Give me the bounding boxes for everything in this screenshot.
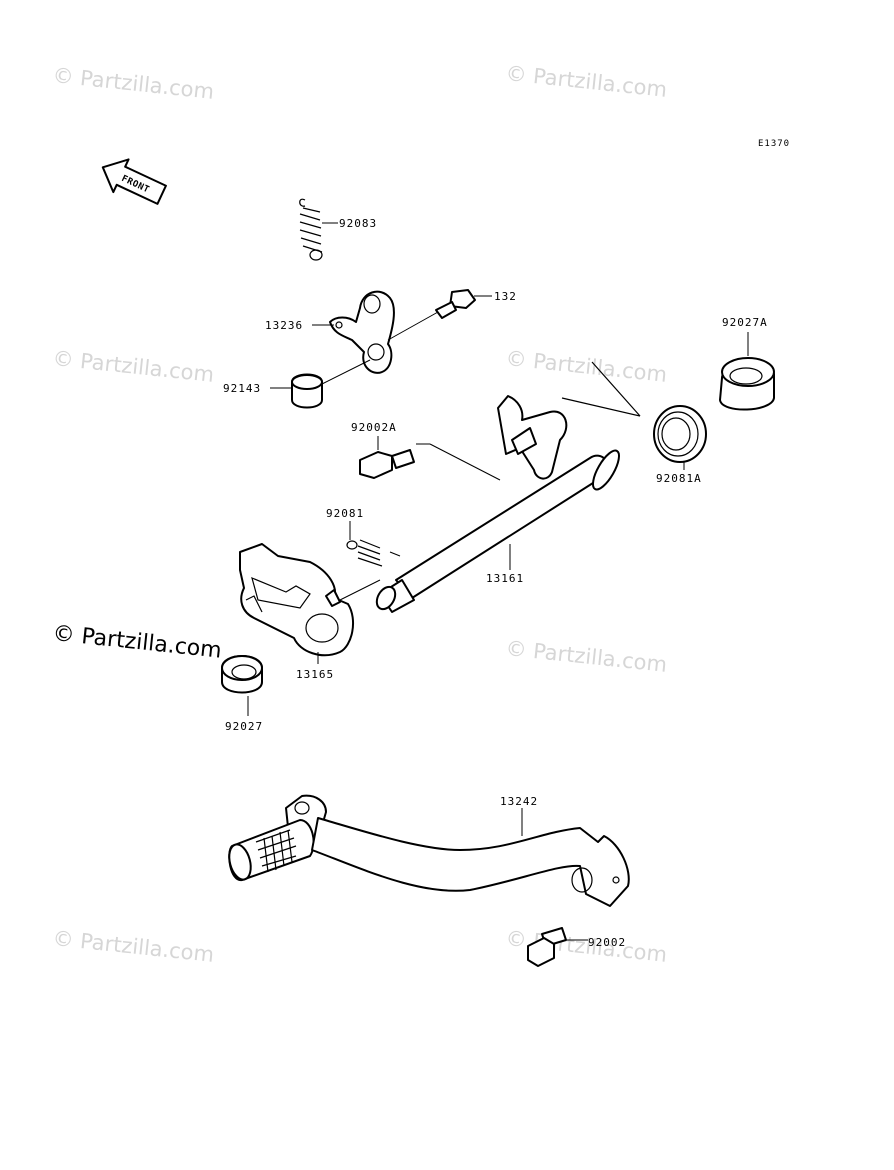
label-92002: 92002: [588, 936, 626, 949]
label-13161: 13161: [486, 572, 524, 585]
watermark: © Partzilla.com: [51, 346, 215, 387]
label-92081A: 92081A: [656, 472, 702, 485]
bolt-132: [435, 289, 492, 319]
watermark-strong: © Partzilla.com: [51, 621, 222, 664]
pin-bolt-92002A: [359, 436, 501, 481]
label-92027: 92027: [225, 720, 263, 733]
stopper-lever-13236: [312, 290, 439, 374]
diagram-code: E1370: [758, 139, 790, 149]
pedal-bolt-92002: [527, 927, 588, 967]
label-13165: 13165: [296, 668, 334, 681]
oil-seal-92027: [221, 655, 263, 716]
label-132: 132: [494, 290, 517, 303]
label-92083: 92083: [339, 217, 377, 230]
spring-92081: [346, 521, 401, 567]
return-spring-92081A: [561, 361, 707, 470]
shift-shaft-13161: [375, 395, 620, 613]
watermark: © Partzilla.com: [504, 61, 668, 102]
label-92002A: 92002A: [351, 421, 397, 434]
watermark: © Partzilla.com: [504, 346, 668, 387]
watermark: © Partzilla.com: [504, 636, 668, 677]
collar-92143: [270, 359, 371, 409]
shift-plate-13165: [239, 543, 381, 664]
label-13236: 13236: [265, 319, 303, 332]
oil-seal-92027A: [719, 332, 775, 411]
front-arrow-icon: FRONT: [101, 158, 167, 205]
label-92027A: 92027A: [722, 316, 768, 329]
shift-pedal-13242: [228, 794, 630, 907]
watermark: © Partzilla.com: [51, 63, 215, 104]
watermark: © Partzilla.com: [51, 926, 215, 967]
label-13242: 13242: [500, 795, 538, 808]
label-92081: 92081: [326, 507, 364, 520]
label-92143: 92143: [223, 382, 261, 395]
spring-92083: [299, 198, 338, 261]
